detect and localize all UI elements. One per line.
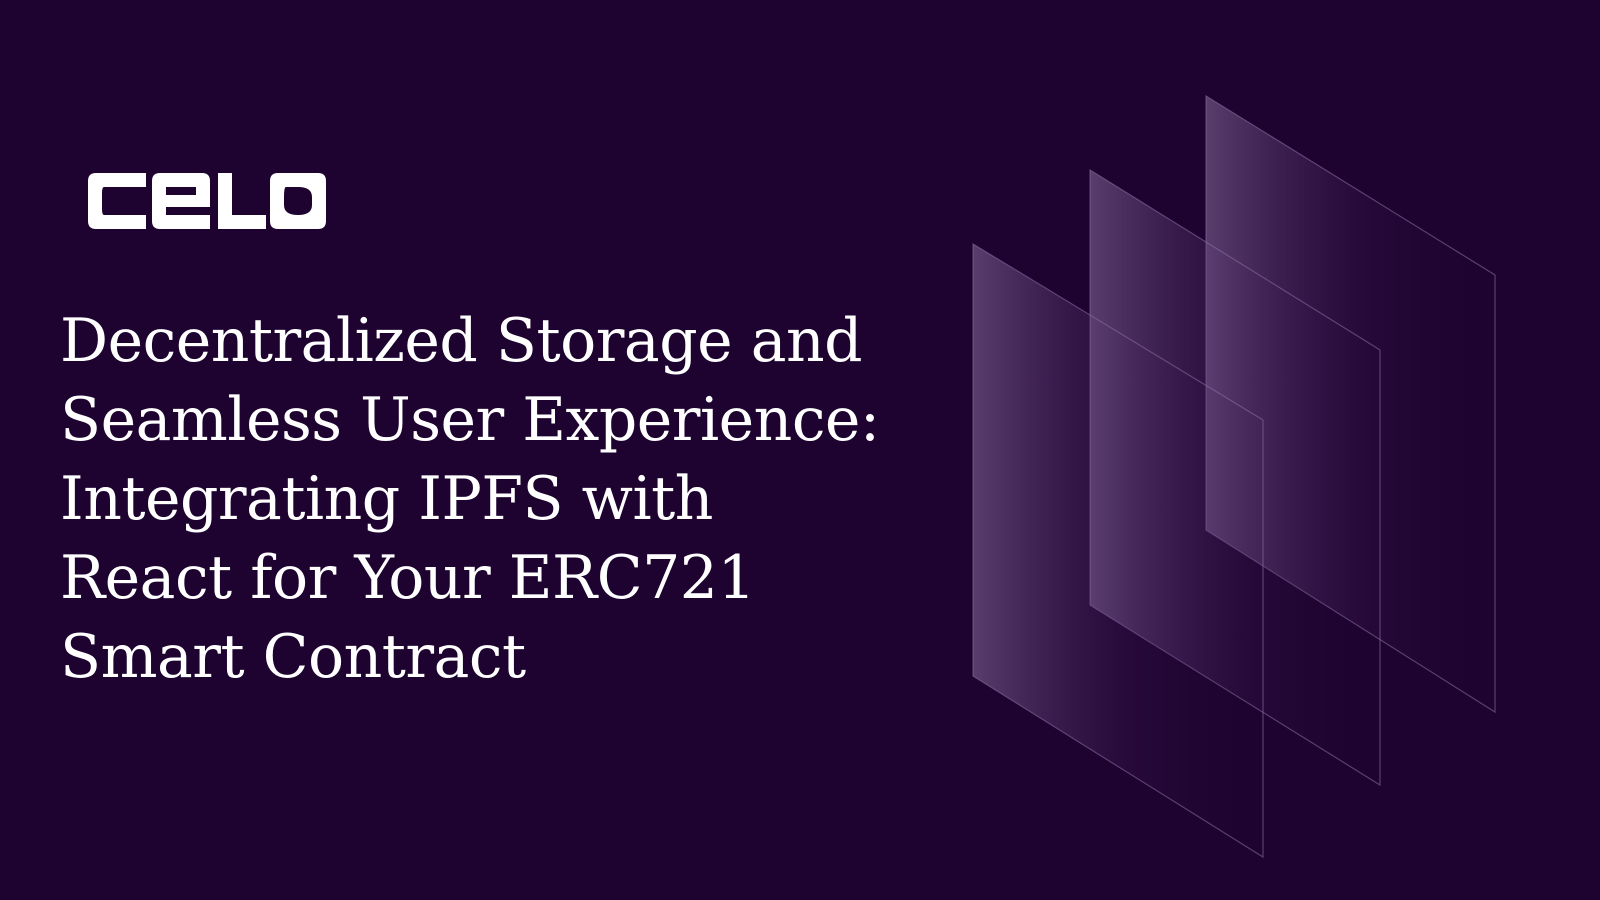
title-line-3: Integrating IPFS with [60,464,713,534]
title-line-4: React for Your ERC721 [60,543,756,613]
page-title: Decentralized Storage and Seamless User … [60,302,920,697]
layered-panels-illustration [960,90,1500,860]
front-panel [972,242,1264,859]
title-line-1: Decentralized Storage and [60,306,863,376]
celo-logo [88,173,326,229]
title-line-5: Smart Contract [60,622,526,692]
title-line-2: Seamless User Experience: [60,385,880,455]
